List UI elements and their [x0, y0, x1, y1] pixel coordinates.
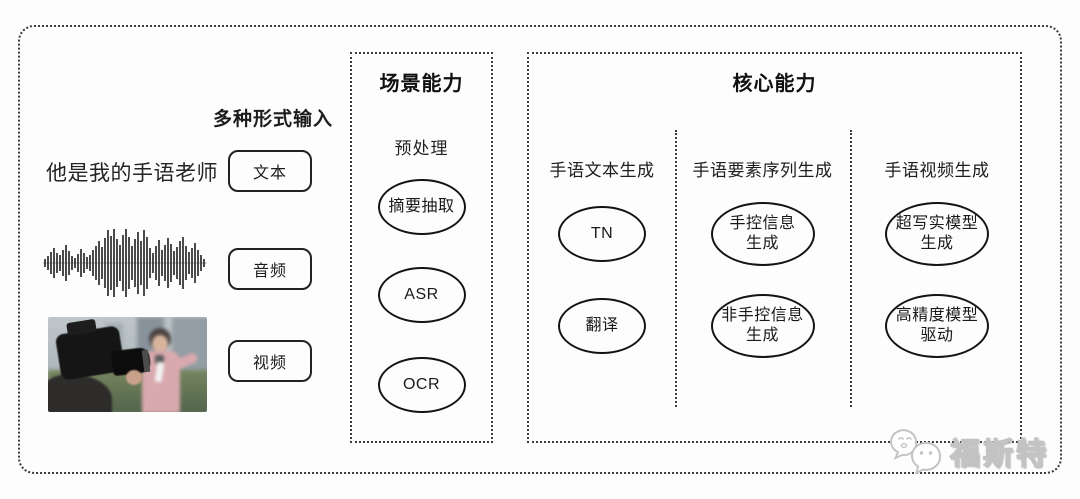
- scene-capability-box: 场景能力 预处理 摘要抽取 ASR OCR: [350, 52, 493, 443]
- input-type-audio-box: 音频: [228, 248, 312, 290]
- column-header: 手语视频生成: [884, 161, 990, 180]
- column-sign-video-generation: 手语视频生成 超写实模型 生成 高精度模型 驱动: [850, 54, 1024, 441]
- chat-bubbles-icon: [890, 429, 942, 474]
- input-type-video-label: 视频: [252, 355, 287, 372]
- input-type-text-box: 文本: [228, 150, 312, 192]
- input-type-audio-label: 音频: [252, 263, 287, 280]
- column-header: 手语文本生成: [549, 161, 655, 180]
- node-label-line: 手控信息: [729, 215, 796, 232]
- node-asr: ASR: [377, 267, 466, 323]
- column-header: 手语要素序列生成: [692, 161, 833, 180]
- node-label-line: 驱动: [920, 327, 954, 344]
- node-manual-info-generation: 手控信息 生成: [710, 202, 815, 266]
- core-box-title: 核心能力: [732, 73, 817, 95]
- node-hyperrealistic-model-generation: 超写实模型 生成: [885, 202, 989, 266]
- core-capability-box: 核心能力 手语文本生成 TN 翻译 手语要素序列生成 手控信息 生成 非手控信息…: [527, 52, 1022, 443]
- node-label: OCR: [402, 376, 441, 393]
- node-label-line: 非手控信息: [721, 307, 804, 324]
- node-translation: 翻译: [558, 298, 646, 354]
- input-section-label: 多种形式输入: [212, 109, 333, 130]
- node-label-line: 生成: [920, 235, 954, 252]
- node-label-line: 超写实模型: [895, 215, 979, 232]
- node-label: 摘要抽取: [388, 198, 455, 215]
- node-label-line: 生成: [745, 327, 779, 344]
- sample-sentence-text: 他是我的手语老师: [46, 162, 218, 185]
- node-label: 翻译: [585, 317, 619, 334]
- node-label-line: 高精度模型: [895, 307, 979, 324]
- watermark-text: 福斯特: [949, 437, 1049, 471]
- preprocess-label: 预处理: [394, 139, 449, 158]
- scene-box-title: 场景能力: [379, 73, 464, 95]
- node-high-precision-model-driving: 高精度模型 驱动: [885, 294, 989, 358]
- column-sign-element-sequence-generation: 手语要素序列生成 手控信息 生成 非手控信息 生成: [675, 54, 850, 441]
- node-label: ASR: [404, 286, 439, 303]
- column-divider: [850, 130, 852, 407]
- photo-hand: [125, 370, 142, 386]
- audio-waveform-icon: [43, 229, 207, 297]
- input-type-video-box: 视频: [228, 340, 312, 382]
- reporter-camera-photo: [48, 317, 207, 412]
- input-type-text-label: 文本: [252, 165, 287, 182]
- node-tn: TN: [558, 206, 646, 262]
- diagram-outer-border: [18, 25, 1062, 474]
- watermark: 福斯特: [888, 428, 1049, 474]
- column-sign-text-generation: 手语文本生成 TN 翻译: [529, 54, 675, 441]
- node-label: TN: [590, 225, 614, 242]
- node-summary-extraction: 摘要抽取: [377, 179, 466, 235]
- node-non-manual-info-generation: 非手控信息 生成: [710, 294, 815, 358]
- node-ocr: OCR: [377, 357, 466, 413]
- column-divider: [675, 130, 677, 407]
- node-label-line: 生成: [745, 235, 779, 252]
